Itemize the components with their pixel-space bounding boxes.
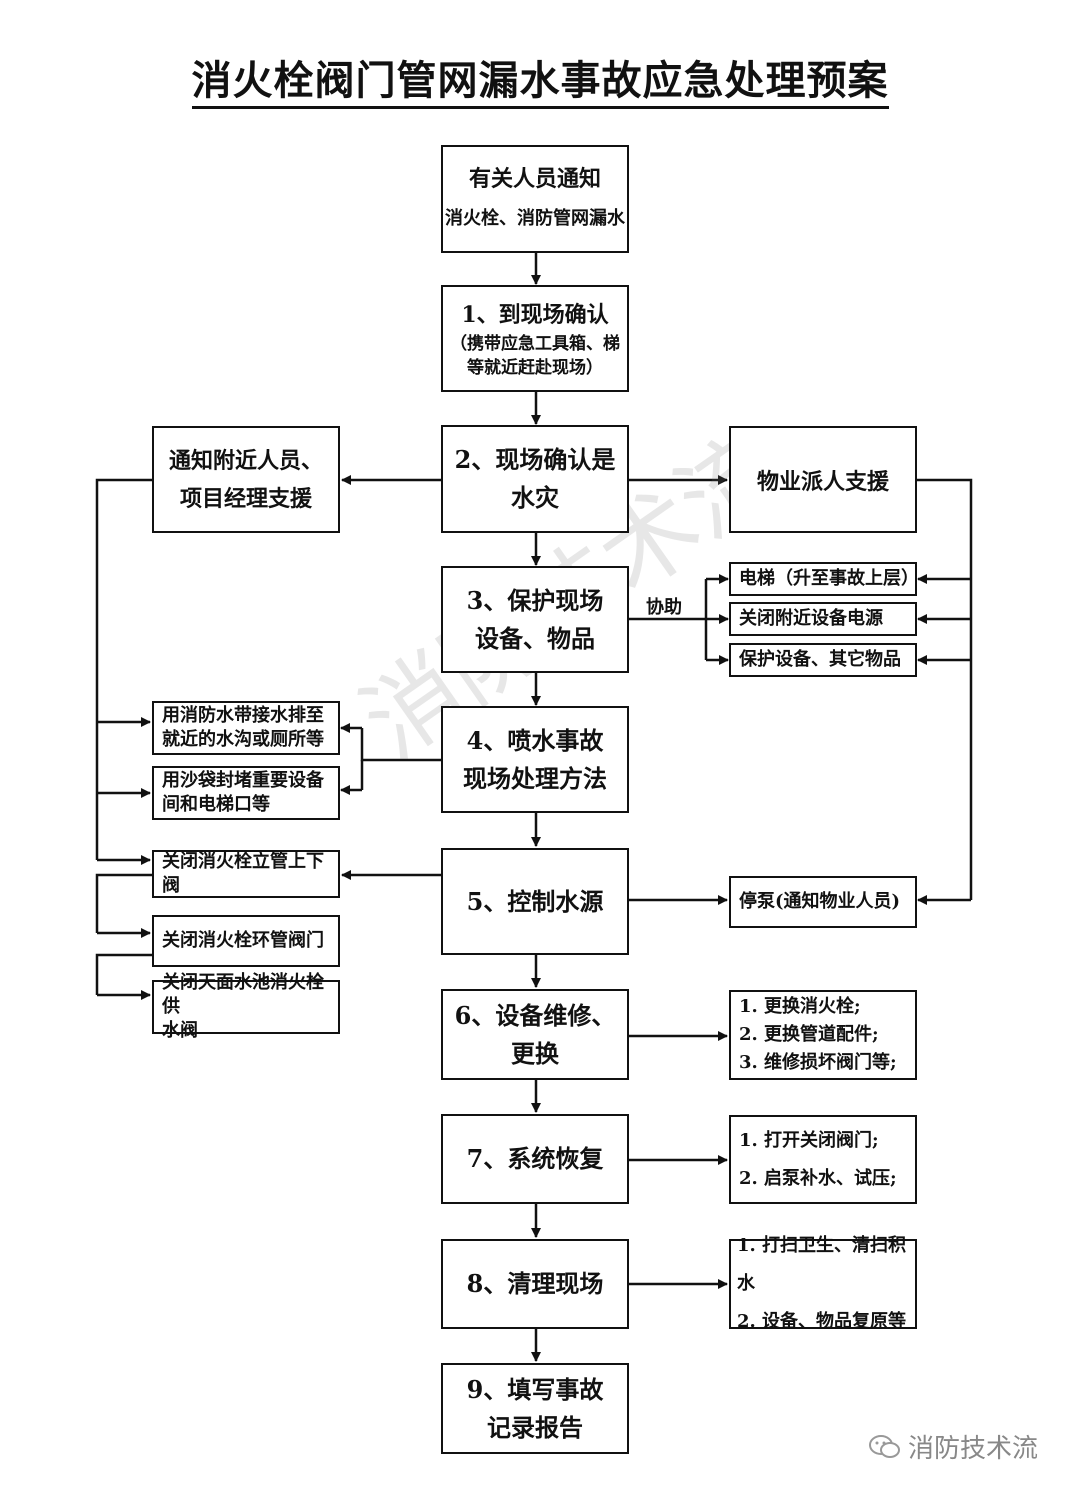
right-bus: [917, 478, 973, 900]
method-line2: 就近的水沟或厕所等: [162, 729, 324, 750]
footer-brand: 消防技术流: [868, 1428, 1038, 1465]
step8-item: 2. 设备、物品复原等: [737, 1311, 907, 1332]
notify-box: 通知附近人员、 项目经理支援: [152, 426, 340, 533]
assist-label: 协助: [646, 597, 682, 618]
start-box: 有关人员通知 消火栓、消防管网漏水: [441, 145, 629, 253]
pump-stop-text: 停泵(通知物业人员): [739, 891, 901, 912]
step2-line1: 2、现场确认是: [454, 445, 616, 474]
assist-item-protect: 保护设备、其它物品: [729, 643, 917, 677]
step7-box: 7、系统恢复: [441, 1114, 629, 1204]
step6-item: 2. 更换管道配件;: [739, 1024, 879, 1045]
assist-item-text: 保护设备、其它物品: [739, 649, 901, 670]
step2-line2: 水灾: [511, 483, 559, 512]
step8-items-box: 1. 打扫卫生、清扫积水 2. 设备、物品复原等: [729, 1235, 917, 1332]
step7-items-box: 1. 打开关闭阀门; 2. 启泵补水、试压;: [729, 1115, 917, 1204]
step9-line2: 记录报告: [487, 1412, 583, 1442]
step8-item: 1. 打扫卫生、清扫积水: [737, 1235, 907, 1294]
valve-line1: 关闭天面水池消火栓供: [162, 972, 324, 1017]
support-text: 物业派人支援: [756, 468, 889, 495]
step1-line1: 1、到现场确认: [461, 301, 609, 328]
valve-chain-1: [95, 873, 152, 933]
step9-box: 9、填写事故 记录报告: [441, 1363, 629, 1454]
method-sandbag: 用沙袋封堵重要设备 间和电梯口等: [152, 766, 340, 820]
step8-text: 8、清理现场: [466, 1269, 604, 1298]
support-box: 物业派人支援: [729, 426, 917, 533]
step3-box: 3、保护现场 设备、物品: [441, 566, 629, 673]
method-hose: 用消防水带接水排至 就近的水沟或厕所等: [152, 701, 340, 755]
start-line1: 有关人员通知: [468, 166, 601, 192]
step6-item: 1. 更换消火栓;: [739, 996, 861, 1017]
step7-item: 1. 打开关闭阀门;: [739, 1129, 879, 1151]
assist-item-text: 关闭附近设备电源: [739, 608, 883, 629]
step6-items-box: 1. 更换消火栓; 2. 更换管道配件; 3. 维修损坏阀门等;: [729, 990, 917, 1080]
assist-item-text: 电梯（升至事故上层）: [739, 568, 919, 589]
title-text: 消火栓阀门管网漏水事故应急处理预案: [191, 57, 889, 109]
valve-roof-tank: 关闭天面水池消火栓供 水阀: [152, 972, 340, 1041]
step4-line1: 4、喷水事故: [466, 725, 604, 755]
notify-line1: 通知附近人员、: [168, 447, 323, 474]
page-title: 消火栓阀门管网漏水事故应急处理预案: [0, 48, 1080, 109]
step3-line2: 设备、物品: [475, 623, 595, 653]
method-line2: 间和电梯口等: [162, 794, 270, 815]
wechat-icon: [868, 1434, 902, 1460]
valve-ring: 关闭消火栓环管阀门: [152, 915, 340, 967]
footer-text: 消防技术流: [908, 1434, 1039, 1464]
step1-line2: （携带应急工具箱、梯: [450, 333, 620, 354]
step5-box: 5、控制水源: [441, 848, 629, 955]
valve-riser: 关闭消火栓立管上下阀: [152, 850, 340, 898]
step7-text: 7、系统恢复: [466, 1144, 604, 1173]
step7-item: 2. 启泵补水、试压;: [739, 1167, 897, 1189]
left-bus: [95, 478, 152, 860]
step4-box: 4、喷水事故 现场处理方法: [441, 706, 629, 813]
method-line1: 用沙袋封堵重要设备: [162, 770, 324, 791]
step6-box: 6、设备维修、 更换: [441, 989, 629, 1080]
notify-line2: 项目经理支援: [179, 485, 312, 512]
assist-item-power: 关闭附近设备电源: [729, 602, 917, 636]
step4-line2: 现场处理方法: [463, 763, 607, 793]
step6-line2: 更换: [511, 1038, 559, 1068]
valve-chain-2: [95, 953, 152, 995]
valve-line1: 关闭消火栓立管上下阀: [162, 851, 324, 896]
valve-line1: 关闭消火栓环管阀门: [162, 930, 324, 951]
step5-text: 5、控制水源: [466, 886, 604, 916]
start-line2: 消火栓、消防管网漏水: [445, 208, 625, 229]
method-line1: 用消防水带接水排至: [162, 705, 324, 726]
step1-line3: 等就近赶赴现场）: [467, 357, 603, 378]
step6-item: 3. 维修损坏阀门等;: [739, 1052, 897, 1073]
step3-line1: 3、保护现场: [466, 585, 604, 615]
step6-line1: 6、设备维修、: [454, 1000, 616, 1030]
assist-item-elevator: 电梯（升至事故上层）: [729, 562, 919, 596]
step8-box: 8、清理现场: [441, 1239, 629, 1329]
step9-line1: 9、填写事故: [466, 1374, 604, 1404]
step2-box: 2、现场确认是 水灾: [441, 425, 629, 533]
pump-stop-box: 停泵(通知物业人员): [729, 876, 917, 928]
step1-box: 1、到现场确认 （携带应急工具箱、梯 等就近赶赴现场）: [441, 285, 629, 392]
valve-line2: 水阀: [162, 1020, 198, 1041]
